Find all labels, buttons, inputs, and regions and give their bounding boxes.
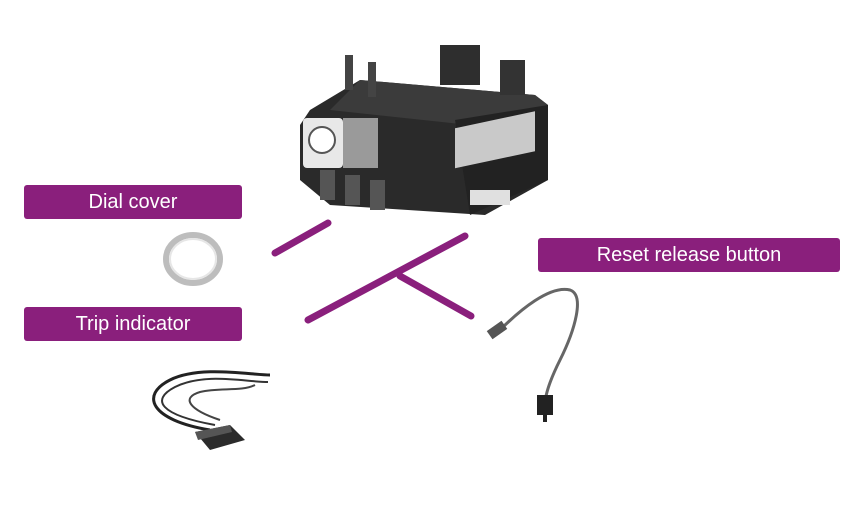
reset-button-connector xyxy=(396,272,475,320)
dial-cover-label: Dial cover xyxy=(24,185,242,219)
trip-indicator-connector xyxy=(304,232,469,324)
connector-lines xyxy=(271,219,475,324)
cable-sensor-icon xyxy=(152,370,271,450)
reset-release-button-label: Reset release button xyxy=(538,238,840,272)
thermal-overload-relay-icon xyxy=(300,45,548,215)
ring-icon xyxy=(163,232,223,286)
trip-indicator-label: Trip indicator xyxy=(24,307,242,341)
dial-cover-connector xyxy=(271,219,332,257)
cable-button-icon xyxy=(486,287,579,422)
